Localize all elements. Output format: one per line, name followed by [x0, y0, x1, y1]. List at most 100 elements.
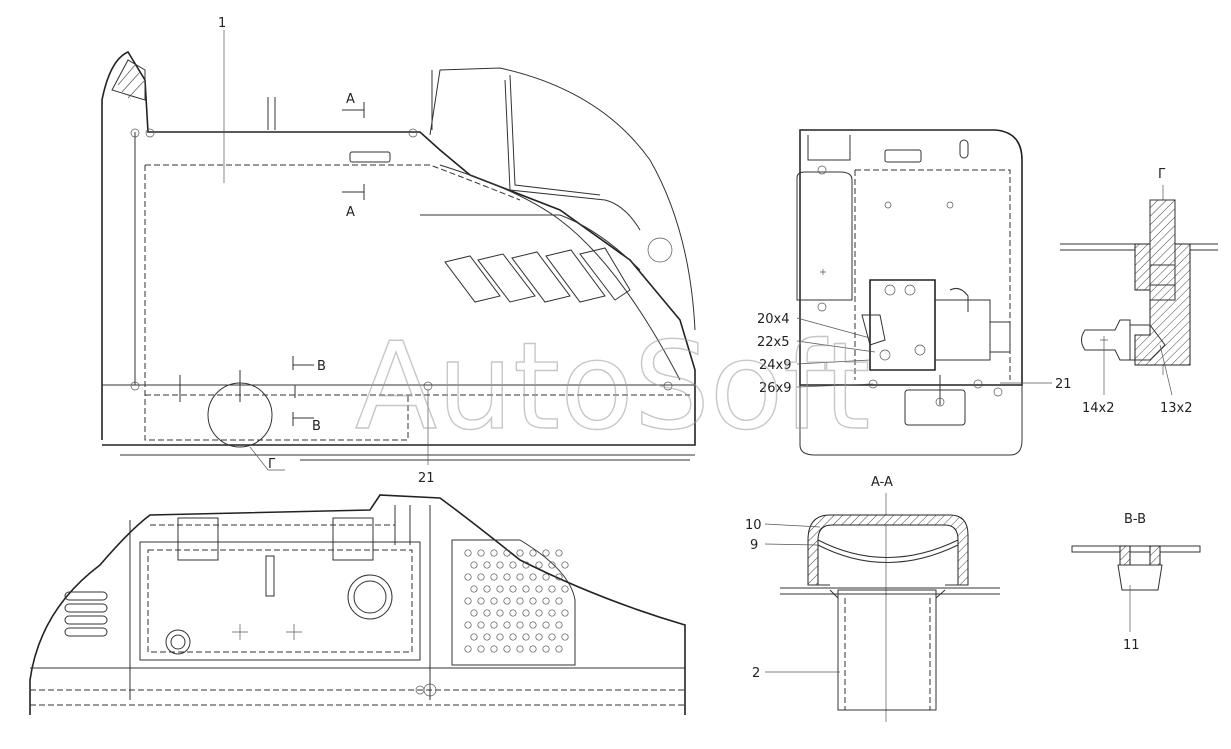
perforation-hole: [542, 621, 550, 629]
section-b-top-label: B: [317, 359, 326, 374]
perforation-hole: [496, 633, 504, 641]
perforation-hole: [522, 585, 530, 593]
perforation-hole: [535, 561, 543, 569]
section-a-a: A-A 10 9 2: [745, 475, 1000, 722]
perforation-hole: [464, 549, 472, 557]
perforation-hole: [509, 633, 517, 641]
perforation-hole: [496, 609, 504, 617]
perforation-hole: [529, 597, 537, 605]
perforation-hole: [483, 633, 491, 641]
perforation-hole: [529, 645, 537, 653]
perforation-hole: [509, 585, 517, 593]
callout-1: 1: [218, 16, 226, 31]
callout-g-main: Г: [268, 457, 276, 472]
perforation-hole: [535, 633, 543, 641]
perforation-hole: [555, 645, 563, 653]
plan-view: [29, 494, 686, 715]
perforation-hole: [548, 585, 556, 593]
label-24x9: 24x9: [759, 358, 792, 373]
section-a-top-label: A: [346, 92, 355, 107]
perforation-hole: [516, 645, 524, 653]
callout-21-main: 21: [418, 471, 435, 486]
perforation-hole: [503, 645, 511, 653]
perforation-hole: [522, 561, 530, 569]
perforation-hole: [483, 609, 491, 617]
perforation-hole: [509, 609, 517, 617]
callout-21-front: 21: [1055, 377, 1072, 392]
perforation-hole: [490, 549, 498, 557]
perforation-hole: [555, 597, 563, 605]
perforation-hole: [555, 549, 563, 557]
perforation-hole: [548, 609, 556, 617]
perforation-hole: [522, 633, 530, 641]
perforation-hole: [503, 621, 511, 629]
perforation-hole: [496, 561, 504, 569]
perforation-hole: [477, 597, 485, 605]
perforation-hole: [470, 585, 478, 593]
perforation-hole: [535, 585, 543, 593]
perforation-hole: [555, 621, 563, 629]
perforation-hole: [490, 597, 498, 605]
perforation-hole: [503, 597, 511, 605]
perforation-hole: [561, 585, 569, 593]
perforation-hole: [555, 573, 563, 581]
label-11: 11: [1123, 638, 1140, 653]
perforation-hole: [516, 621, 524, 629]
perforation-hole: [477, 549, 485, 557]
perforation-hole: [496, 585, 504, 593]
perforation-hole: [529, 549, 537, 557]
perforation-hole: [542, 597, 550, 605]
label-9: 9: [750, 538, 758, 553]
perforation-hole: [464, 573, 472, 581]
label-20x4: 20x4: [757, 312, 790, 327]
perforation-hole: [464, 645, 472, 653]
perforation-hole: [535, 609, 543, 617]
detail-g-title: Г: [1158, 167, 1166, 182]
perforation-hole: [548, 561, 556, 569]
perforation-hole: [483, 585, 491, 593]
perforation-hole: [503, 549, 511, 557]
perforation-hole: [464, 597, 472, 605]
label-2: 2: [752, 666, 760, 681]
perforation-hole: [470, 561, 478, 569]
perforation-hole: [561, 561, 569, 569]
perforation-hole: [542, 573, 550, 581]
front-view: 20x4 22x5 24x9 26x9 21: [757, 129, 1072, 456]
section-b-bottom-label: B: [312, 419, 321, 434]
perforation-hole: [490, 621, 498, 629]
perforation-hole: [516, 549, 524, 557]
label-13x2: 13x2: [1160, 401, 1193, 416]
perforation-hole: [548, 633, 556, 641]
perforation-hole: [477, 573, 485, 581]
perforation-hole: [490, 645, 498, 653]
perforation-hole: [516, 597, 524, 605]
perforation-hole: [477, 621, 485, 629]
perforation-hole: [529, 621, 537, 629]
perforation-hole: [464, 621, 472, 629]
section-a-a-title: A-A: [871, 475, 893, 490]
watermark: AutoSoft: [355, 318, 870, 457]
perforation-hole: [477, 645, 485, 653]
perforation-hole: [522, 609, 530, 617]
label-14x2: 14x2: [1082, 401, 1115, 416]
perforation-hole: [529, 573, 537, 581]
perforation-hole: [542, 645, 550, 653]
section-b-b: B-B 11: [1071, 512, 1201, 653]
perforation-hole: [470, 609, 478, 617]
detail-g: Г 14x2 13x2: [1060, 167, 1218, 416]
side-view: 1 A A B B Г 21: [101, 16, 696, 486]
perforation-hole: [509, 561, 517, 569]
label-22x5: 22x5: [757, 335, 790, 350]
label-26x9: 26x9: [759, 381, 792, 396]
perforation-hole: [542, 549, 550, 557]
perforation-hole: [490, 573, 498, 581]
perforation-hole: [516, 573, 524, 581]
section-b-b-title: B-B: [1124, 512, 1146, 527]
perforation-pattern: [464, 549, 569, 653]
perforation-hole: [503, 573, 511, 581]
section-a-bottom-label: A: [346, 205, 355, 220]
label-10: 10: [745, 518, 762, 533]
perforation-hole: [470, 633, 478, 641]
perforation-hole: [483, 561, 491, 569]
